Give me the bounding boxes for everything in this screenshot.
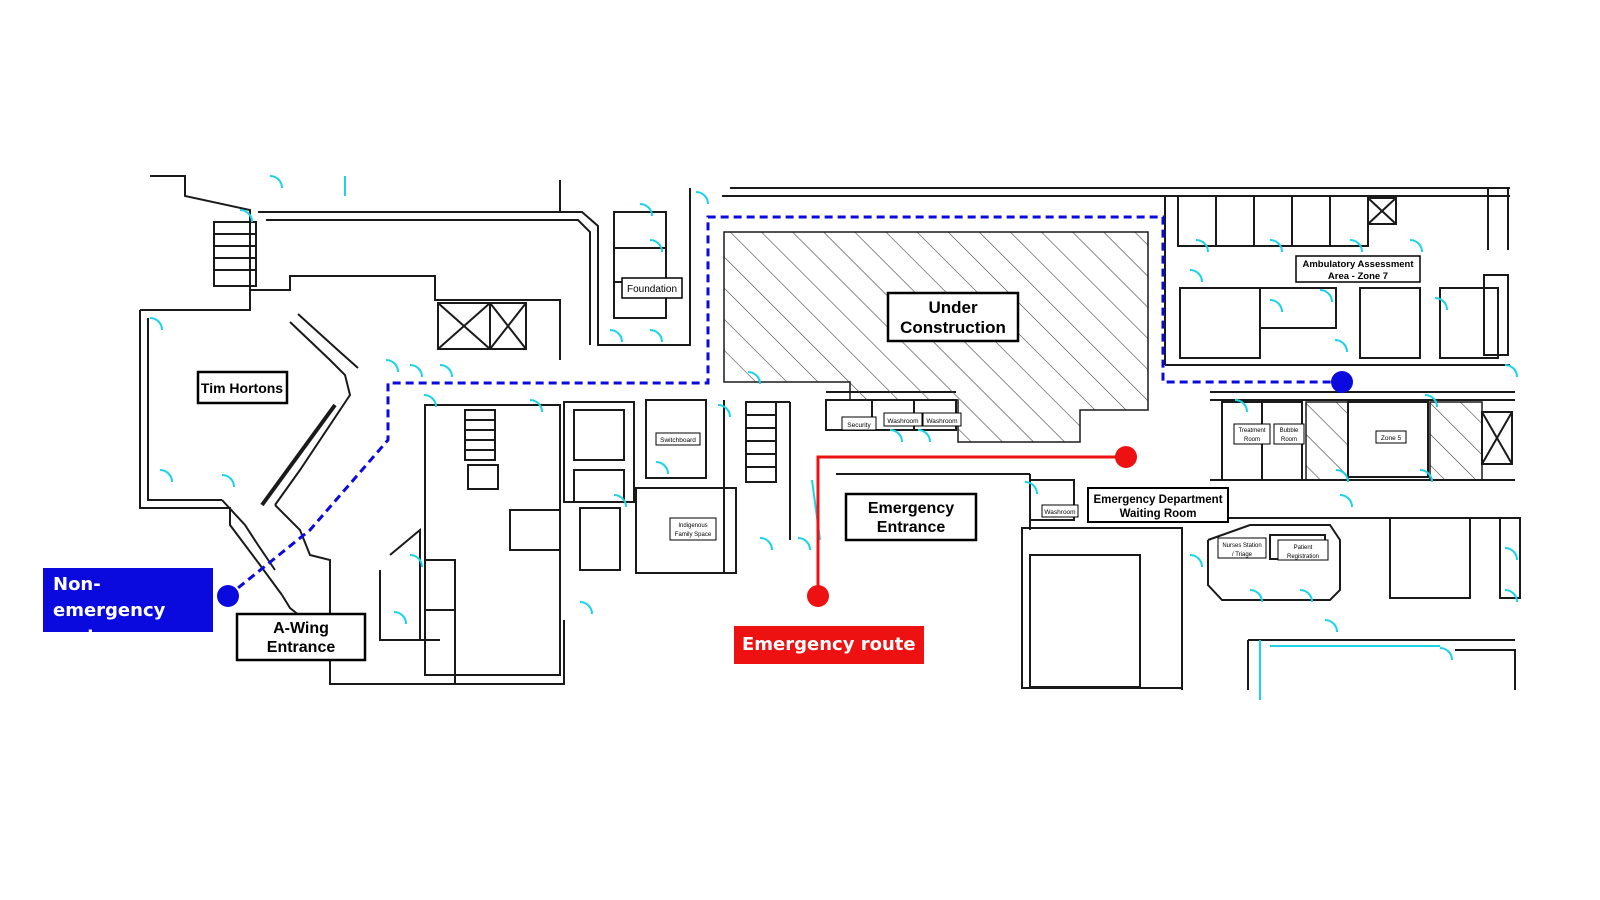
label-washroom-a: Washroom [887, 418, 918, 425]
emergency-end-marker [1115, 446, 1137, 468]
label-indigenous-line1: Indigenous [678, 523, 707, 529]
room-labels: Tim Hortons Foundation Under Constructio… [201, 259, 1414, 656]
label-emergency-entrance-line2: Entrance [877, 519, 946, 536]
legend-emergency-label: Emergency route [742, 634, 916, 655]
label-security: Security [847, 422, 871, 429]
emergency-route-line [816, 455, 1126, 596]
label-tim-hortons: Tim Hortons [201, 380, 283, 396]
label-switchboard: Switchboard [660, 437, 696, 444]
hatch-block-right-b [1429, 401, 1483, 481]
label-zone5: Zone 5 [1381, 435, 1402, 442]
label-foundation: Foundation [627, 284, 677, 295]
emergency-start-marker [807, 585, 829, 607]
legend-non-emergency-label: Non-emergency route [53, 574, 166, 647]
non-emergency-end-marker [1331, 371, 1353, 393]
label-washroom-b: Washroom [926, 418, 957, 425]
non-emergency-route-line [227, 215, 1342, 598]
label-bubble-line2: Room [1281, 437, 1297, 443]
label-ed-waiting-line1: Emergency Department [1093, 494, 1222, 506]
non-emergency-start-marker [217, 585, 239, 607]
label-registration-line2: Registration [1287, 554, 1319, 560]
label-under-construction-line1: Under [928, 298, 978, 317]
label-nurses-line2: / Triage [1232, 552, 1253, 558]
label-under-construction-line2: Construction [900, 318, 1006, 337]
hatch-block-right-a [1305, 401, 1349, 481]
label-treatment-line1: Treatment [1238, 428, 1265, 434]
label-bubble-line1: Bubble [1280, 428, 1299, 434]
label-indigenous-line2: Family Space [675, 532, 712, 538]
legend-non-emergency-route: Non-emergency route [43, 568, 213, 647]
label-treatment-line2: Room [1244, 437, 1260, 443]
label-registration-line1: Patient [1294, 545, 1313, 551]
label-ambulatory-line2: Area - Zone 7 [1328, 271, 1388, 282]
legend-emergency-route: Emergency route [734, 626, 924, 664]
label-emergency-entrance-line1: Emergency [868, 500, 954, 517]
room-label-boxes [196, 255, 1421, 662]
label-ambulatory-line1: Ambulatory Assessment [1302, 259, 1414, 270]
label-a-wing-line2: Entrance [267, 639, 336, 656]
label-washroom-c: Washroom [1044, 509, 1075, 516]
label-a-wing-line1: A-Wing [273, 620, 329, 637]
label-ed-waiting-line2: Waiting Room [1120, 508, 1197, 520]
label-nurses-line1: Nurses Station [1222, 543, 1261, 549]
